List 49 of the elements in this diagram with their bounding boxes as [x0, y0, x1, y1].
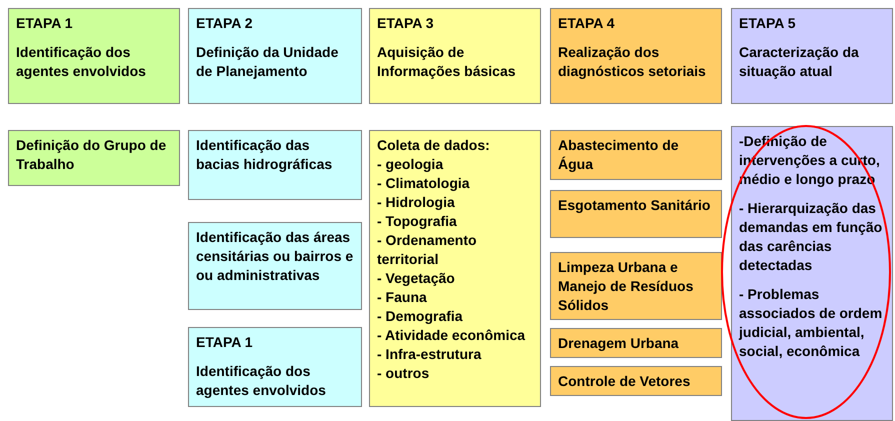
stage-box: [8, 8, 180, 104]
stage-box: [188, 327, 362, 407]
topic-box: [550, 328, 722, 358]
topic-box: [550, 366, 722, 396]
body-text: Definição do Grupo de Trabalho: [16, 136, 168, 174]
topic-box: [369, 130, 541, 407]
stage-heading: ETAPA 2: [196, 14, 254, 33]
stage-heading: ETAPA 5: [739, 14, 797, 33]
body-text: Identificação das áreas censitárias ou bairros e ou administrativas: [196, 228, 354, 285]
stage-title: Caracterização da situação atual: [739, 43, 860, 81]
stage-box: [731, 8, 893, 104]
list-item: - Fauna: [377, 288, 428, 307]
topic-box: [550, 252, 722, 320]
stage-heading: ETAPA 1: [196, 333, 254, 352]
stage-heading: ETAPA 1: [16, 14, 74, 33]
body-text: Controle de Vetores: [558, 372, 692, 391]
body-text: Abastecimento de Água: [558, 136, 680, 174]
body-text: Esgotamento Sanitário: [558, 196, 712, 215]
bullet-text: - Hierarquização das demandas em função das carências detectadas: [739, 199, 884, 275]
stage-title: Realização dos diagnósticos setoriais: [558, 43, 707, 81]
stage-box: [550, 8, 722, 104]
stage-title: Identificação dos agentes envolvidos: [16, 43, 147, 81]
list-item: - Climatologia: [377, 174, 471, 193]
stage-title: Identificação dos agentes envolvidos: [196, 362, 327, 400]
topic-box: [188, 222, 362, 310]
list-item: - outros: [377, 364, 430, 383]
body-text: Identificação das bacias hidrográficas: [196, 136, 334, 174]
stage-heading: ETAPA 4: [558, 14, 616, 33]
topic-box: [550, 190, 722, 238]
topic-box: [550, 130, 722, 180]
body-text: Limpeza Urbana e Manejo de Resíduos Sólidos: [558, 258, 694, 315]
list-item: - Infra-estrutura: [377, 345, 482, 364]
stage-heading: ETAPA 3: [377, 14, 435, 33]
topic-box: [188, 130, 362, 200]
bullet-text: - Problemas associados de ordem judicial, ambiental, social, econômica: [739, 285, 884, 361]
list-item: - geologia: [377, 155, 444, 174]
list-item: - Ordenamento territorial: [377, 231, 478, 269]
stage-title: Definição da Unidade de Planejamento: [196, 43, 340, 81]
list-item: - Atividade econômica: [377, 326, 526, 345]
list-item: - Hidrologia: [377, 193, 456, 212]
list-item: - Vegetação: [377, 269, 456, 288]
list-item: - Topografia: [377, 212, 458, 231]
topic-box: [8, 130, 180, 186]
stage-title: Aquisição de Informações básicas: [377, 43, 517, 81]
stage-box: [369, 8, 541, 104]
body-text: Drenagem Urbana: [558, 334, 680, 353]
list-heading: Coleta de dados:: [377, 136, 491, 155]
list-item: - Demografia: [377, 307, 464, 326]
stage-box: [188, 8, 362, 104]
